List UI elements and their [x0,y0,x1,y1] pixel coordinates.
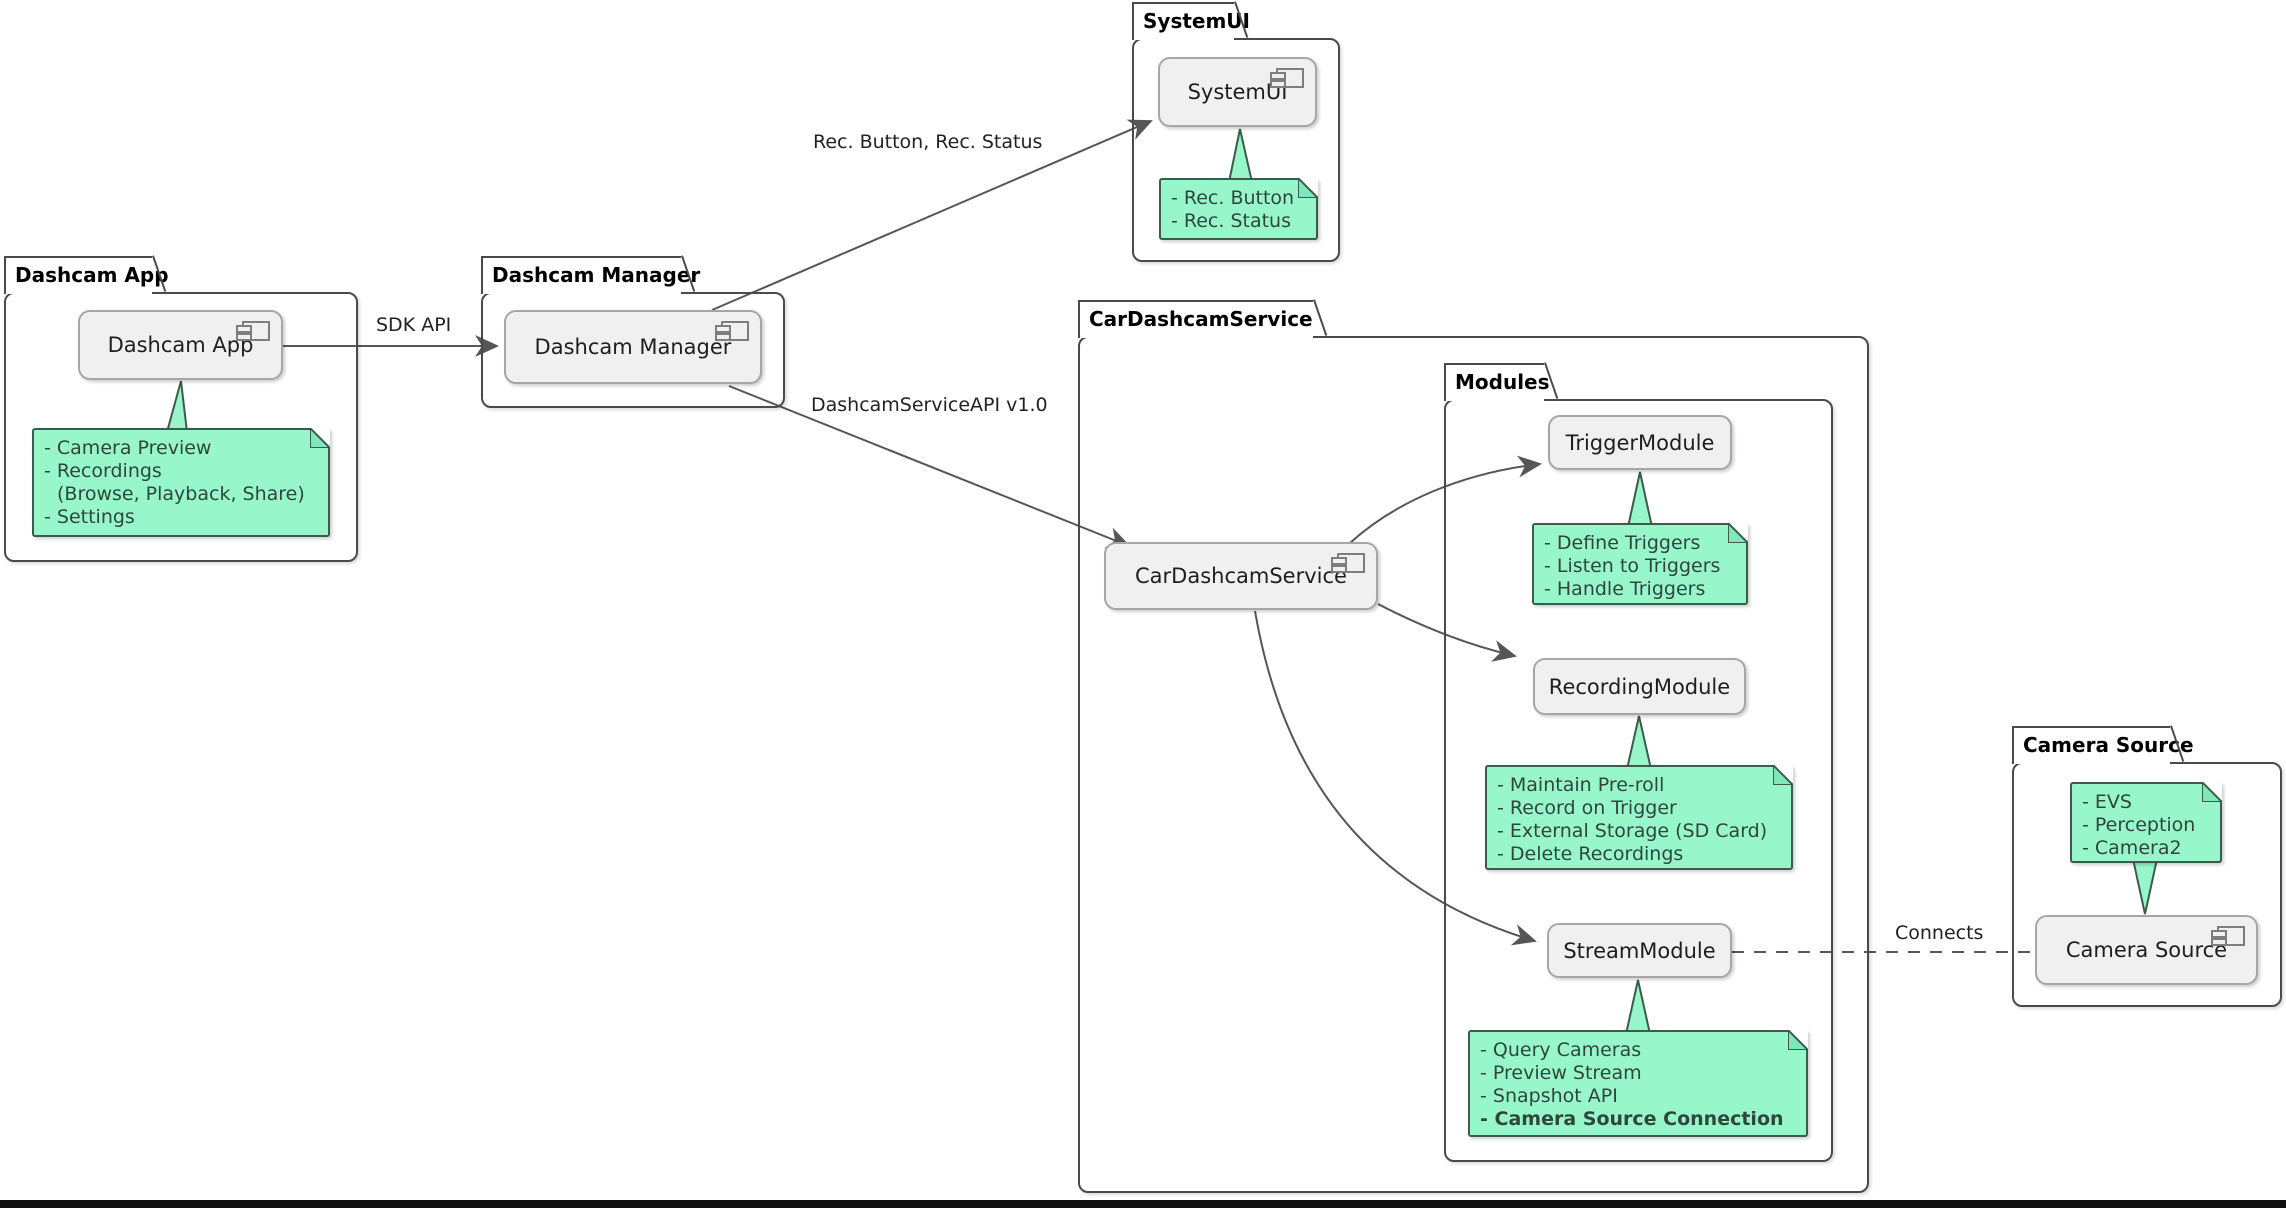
note-line: - Rec. Status [1171,210,1292,232]
component-dashcam-app: Dashcam App [78,310,283,380]
component-label: StreamModule [1563,938,1716,963]
note-recording-module: - Maintain Pre-roll - Record on Trigger … [1485,765,1793,870]
edge-label-rec-button-status: Rec. Button, Rec. Status [813,131,1043,153]
note-trigger-module: - Define Triggers - Listen to Triggers -… [1532,523,1748,605]
package-title: Modules [1455,370,1550,394]
note-systemui: - Rec. Button - Rec. Status [1159,178,1318,240]
component-label: Dashcam Manager [534,335,732,359]
note-line: - Camera2 [2082,837,2182,859]
edge-service-to-stream [1254,610,1537,946]
package-title: SystemUI [1143,9,1250,33]
note-line: - External Storage (SD Card) [1497,820,1768,842]
package-tab-modules: Modules [1444,362,1559,401]
note-fold-icon [1773,765,1793,785]
component-trigger-module: TriggerModule [1548,415,1732,470]
package-tab-systemui: SystemUI [1132,1,1250,40]
component-icon [715,321,749,341]
component-stream-module: StreamModule [1547,923,1732,978]
edge-manager-to-systemui [711,119,1153,311]
note-camera-source: - EVS - Perception - Camera2 [2070,782,2222,863]
note-line: - Handle Triggers [1544,578,1706,600]
note-line: - Record on Trigger [1497,797,1677,819]
component-icon [236,321,270,341]
note-stream-module: - Query Cameras - Preview Stream - Snaps… [1468,1030,1808,1137]
package-title: CarDashcamService [1089,307,1313,331]
component-icon [1331,553,1365,573]
note-line: - Query Cameras [1480,1039,1642,1061]
package-systemui [1132,38,1340,262]
edge-label-dashcam-service-api: DashcamServiceAPI v1.0 [811,394,1048,416]
edge-service-to-recording [1377,603,1517,662]
component-label: CarDashcamService [1135,564,1347,588]
package-tab-dashcam-app: Dashcam App [4,255,169,294]
edge-service-to-trigger [1349,455,1542,544]
note-fold-icon [1728,523,1748,543]
note-dashcam-app: - Camera Preview - Recordings (Browse, P… [32,428,330,537]
component-systemui: SystemUI [1158,57,1317,127]
component-dashcam-manager: Dashcam Manager [504,310,762,384]
bottom-bar [0,1200,2286,1208]
component-icon [2211,926,2245,946]
note-line: - Delete Recordings [1497,843,1684,865]
note-line: - Settings [44,506,135,528]
component-label: RecordingModule [1548,674,1731,699]
note-line: - EVS [2082,791,2132,813]
note-line: - Perception [2082,814,2196,836]
note-line: - Recordings [44,460,162,482]
note-line: (Browse, Playback, Share) [57,483,305,505]
note-line: - Rec. Button [1171,187,1295,209]
edge-label-connects: Connects [1895,922,1984,944]
component-camera-source: Camera Source [2035,915,2258,985]
component-recording-module: RecordingModule [1533,658,1746,715]
note-line: - Define Triggers [1544,532,1701,554]
component-label: Camera Source [2065,938,2228,962]
note-fold-icon [1788,1030,1808,1050]
note-line: - Camera Source Connection [1480,1108,1784,1130]
package-dashcam-app [4,292,358,562]
note-fold-icon [1298,178,1318,198]
note-line: - Preview Stream [1480,1062,1642,1084]
note-fold-icon [310,428,330,448]
package-modules [1444,399,1833,1162]
note-line: - Listen to Triggers [1544,555,1721,577]
component-car-dashcam-service: CarDashcamService [1104,542,1378,610]
edge-manager-to-service [728,385,1131,549]
package-title: Dashcam Manager [492,263,701,287]
note-line: - Snapshot API [1480,1085,1618,1107]
package-car-dashcam-service [1078,336,1869,1193]
note-line: - Maintain Pre-roll [1497,774,1665,796]
package-tab-car-dashcam-service: CarDashcamService [1078,299,1328,338]
component-icon [1270,68,1304,88]
component-label: TriggerModule [1565,430,1715,455]
package-title: Camera Source [2023,733,2194,757]
note-line: - Camera Preview [44,437,212,459]
package-tab-camera-source: Camera Source [2012,725,2194,764]
component-label: Dashcam App [107,333,254,357]
note-fold-icon [2202,782,2222,802]
edge-label-sdk-api: SDK API [376,314,452,336]
package-tab-dashcam-manager: Dashcam Manager [481,255,700,294]
package-title: Dashcam App [15,263,169,287]
